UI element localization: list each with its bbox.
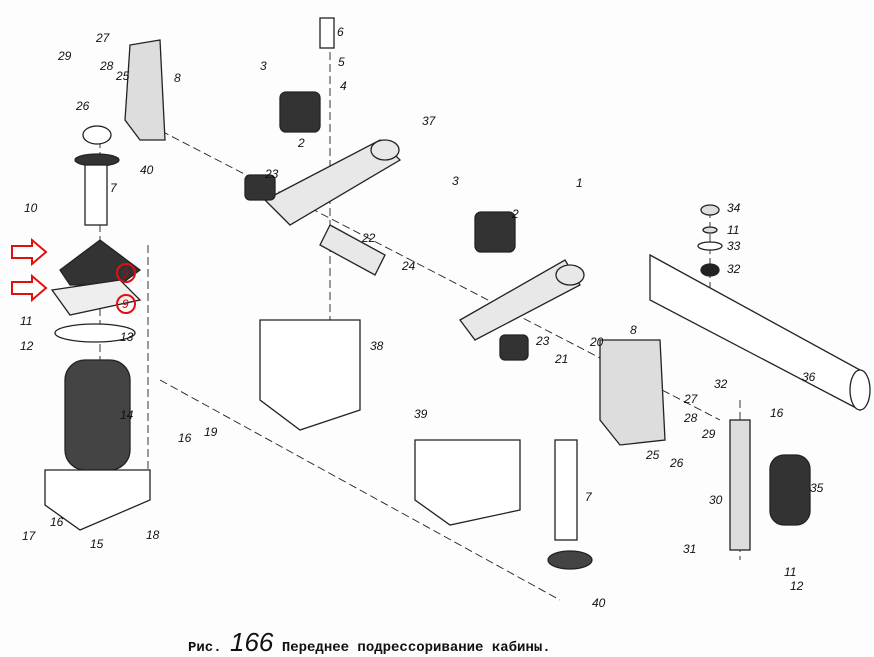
callout-label: 35 xyxy=(810,481,824,495)
callout-label: 2 xyxy=(512,207,519,221)
callout-label: 12 xyxy=(20,339,34,353)
callout-label: 29 xyxy=(58,49,72,63)
callout-label: 28 xyxy=(100,59,114,73)
caption-prefix: Рис. xyxy=(188,640,222,656)
left-support xyxy=(44,39,166,531)
callout-label: 33 xyxy=(727,239,741,253)
callout-label: 25 xyxy=(116,69,130,83)
callout-label: 38 xyxy=(370,339,384,353)
callout-label: 27 xyxy=(96,31,110,45)
callout-label: 26 xyxy=(76,99,90,113)
callout-label: 3 xyxy=(452,174,459,188)
callout-label: 8 xyxy=(174,71,181,85)
assembly-axis-lines xyxy=(99,40,741,601)
callout-label: 1 xyxy=(576,176,583,190)
callout-label: 27 xyxy=(684,392,698,406)
callout-label: 22 xyxy=(362,231,376,245)
callout-label: 7 xyxy=(110,181,117,195)
callout-label: 37 xyxy=(422,114,436,128)
callout-label: 39 xyxy=(414,407,428,421)
callout-label: 30 xyxy=(709,493,723,507)
callout-label: 26 xyxy=(670,456,684,470)
callout-label: 6 xyxy=(337,25,344,39)
figure-caption: Рис. 166 Переднее подрессоривание кабины… xyxy=(188,627,551,657)
callout-label: 23 xyxy=(265,167,279,181)
callout-label: 10 xyxy=(24,201,38,215)
callout-label: 7 xyxy=(585,490,592,504)
callout-label: 15 xyxy=(90,537,104,551)
callout-label: 20 xyxy=(590,335,604,349)
callout-label: 14 xyxy=(120,408,134,422)
callout-label: 25 xyxy=(646,448,660,462)
callout-label: 21 xyxy=(555,352,569,366)
caption-text: Переднее подрессоривание кабины. xyxy=(281,640,551,656)
callout-label: 11 xyxy=(20,314,33,328)
callout-label: 32 xyxy=(727,262,741,276)
callout-label: 12 xyxy=(790,579,804,593)
callout-label: 11 xyxy=(784,565,797,579)
callout-label: 11 xyxy=(727,223,740,237)
callout-label: 17 xyxy=(22,529,36,543)
callout-label: 18 xyxy=(146,528,160,542)
callout-label: 9 xyxy=(122,266,129,280)
callout-label: 29 xyxy=(702,427,716,441)
callout-label: 4 xyxy=(340,79,347,93)
callout-label: 28 xyxy=(684,411,698,425)
figure-number: 166 xyxy=(230,627,274,657)
callout-label: 19 xyxy=(204,425,218,439)
highlight-circle xyxy=(116,263,136,283)
highlight-circle xyxy=(116,294,136,314)
callout-label: 16 xyxy=(50,515,64,529)
callout-label: 2 xyxy=(298,136,305,150)
callout-label: 40 xyxy=(140,163,154,177)
callout-label: 16 xyxy=(178,431,192,445)
callout-label: 16 xyxy=(770,406,784,420)
callout-label: 13 xyxy=(120,330,134,344)
callout-label: 40 xyxy=(592,596,606,610)
callout-label: 3 xyxy=(260,59,267,73)
brackets xyxy=(259,319,666,526)
link-arms xyxy=(244,91,585,361)
callout-label: 34 xyxy=(727,201,741,215)
callout-label: 36 xyxy=(802,370,816,384)
callout-label: 5 xyxy=(338,55,345,69)
callout-label: 8 xyxy=(630,323,637,337)
callout-label: 9 xyxy=(122,297,129,311)
red-arrow-icons xyxy=(11,237,48,303)
callout-label: 32 xyxy=(714,377,728,391)
callout-label: 31 xyxy=(683,542,697,556)
cab-cross-tube xyxy=(649,253,871,412)
shock-absorber xyxy=(319,17,811,570)
callout-label: 24 xyxy=(402,259,416,273)
callout-label: 23 xyxy=(536,334,550,348)
